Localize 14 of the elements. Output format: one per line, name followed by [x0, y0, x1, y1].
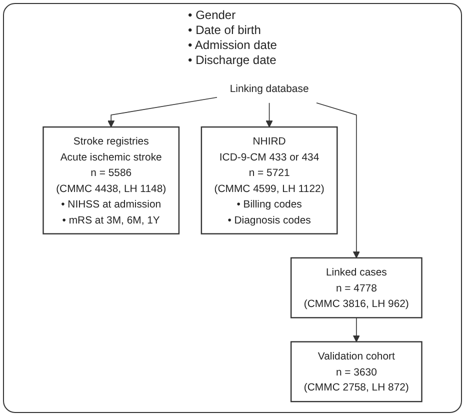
- node-box: [290, 257, 422, 318]
- arrow: [316, 102, 360, 258]
- node-box: [42, 126, 180, 234]
- node-box: [290, 341, 422, 402]
- list-item: • Date of birth: [188, 23, 262, 38]
- node-text: Linking database: [230, 82, 309, 94]
- diagram-frame: • Gender • Date of birth • Admission date • Discharge date Stroke registries Acute ischemic stroke n = 5586 (CMMC 4438, LH 1148) • NIHSS at admission • mRS at 3M, 6M, 1Y Linking database NHIRD ICD-9-CM 433 or 434 n = 5721 (CMMC 4599, LH 1122) • Billing codes • Diagnosis codes Linked cases n = 4778 (CMMC 3816, LH 962) Validation cohort n = 3630 (CMMC 2758, LH 872): [3, 3, 462, 413]
- node-box: [200, 126, 338, 234]
- arrow: [352, 317, 360, 342]
- list-item: • Discharge date: [188, 53, 277, 68]
- list-item: • Admission date: [188, 38, 277, 53]
- list-item: • Gender: [188, 8, 237, 23]
- arrow: [266, 102, 273, 128]
- arrow: [108, 96, 218, 128]
